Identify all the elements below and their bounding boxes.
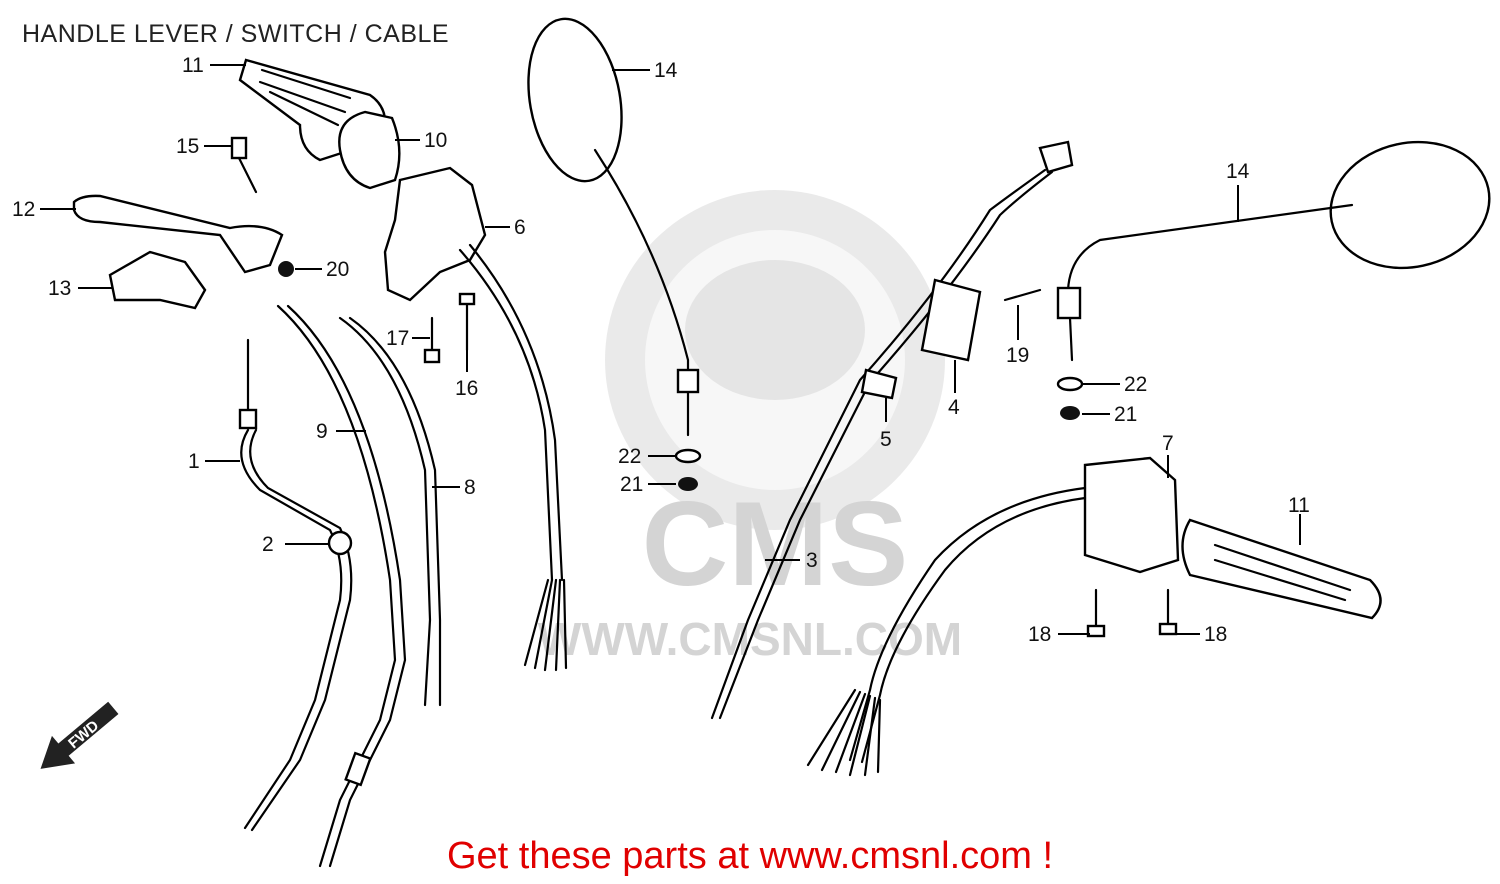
part-7-right-switch <box>806 456 1180 777</box>
callout-22b: 22 <box>1124 373 1147 396</box>
leader-lines <box>40 64 1301 635</box>
callout-21b: 21 <box>1114 403 1137 426</box>
callout-19: 19 <box>1006 344 1029 367</box>
callout-4: 4 <box>948 396 960 419</box>
part-3-cable <box>710 140 1074 720</box>
callout-13: 13 <box>48 277 71 300</box>
get-parts-link[interactable]: Get these parts at www.cmsnl.com ! <box>446 835 1054 877</box>
part-20-nut <box>278 261 294 277</box>
part-14-right-mirror <box>1056 140 1491 420</box>
callout-21a: 21 <box>620 473 643 496</box>
callouts: 11 10 15 12 6 20 13 17 16 9 1 8 2 14 22 … <box>12 54 1310 646</box>
part-17-screw <box>423 316 441 364</box>
part-9-throttle-cable <box>276 304 407 868</box>
part-8-cable <box>338 316 442 707</box>
part-4-switch <box>920 278 982 362</box>
callout-11a: 11 <box>182 54 204 77</box>
callout-20: 20 <box>326 258 349 281</box>
part-6-left-switch <box>383 166 568 672</box>
callout-16: 16 <box>455 377 478 400</box>
part-2-adjuster <box>327 530 353 556</box>
part-10-throttle-pipe <box>338 110 401 190</box>
part-11-right-grip <box>1181 518 1382 620</box>
callout-14a: 14 <box>654 59 678 82</box>
part-15-pivot-bolt <box>230 136 258 194</box>
callout-12: 12 <box>12 198 35 221</box>
part-13-lever-bracket <box>108 250 207 310</box>
callout-18a: 18 <box>1028 623 1051 646</box>
callout-7: 7 <box>1162 432 1174 455</box>
callout-5: 5 <box>880 428 892 451</box>
watermark-brand: CMS <box>642 477 909 611</box>
part-19-bolt <box>1003 288 1042 302</box>
part-18-screw-right <box>1158 588 1178 636</box>
callout-6: 6 <box>514 216 526 239</box>
callout-17: 17 <box>386 327 409 350</box>
callout-15: 15 <box>176 135 199 158</box>
callout-3: 3 <box>806 549 818 572</box>
callout-18b: 18 <box>1204 623 1227 646</box>
watermark: CMS WWW.CMSNL.COM <box>538 190 962 665</box>
part-1-clutch-cable <box>238 338 353 832</box>
callout-10: 10 <box>424 129 447 152</box>
part-5-clip <box>860 368 898 400</box>
part-14-left-mirror <box>527 17 702 491</box>
fwd-arrow-icon: FWD <box>40 701 119 769</box>
callout-2: 2 <box>262 533 274 556</box>
callout-1: 1 <box>188 450 200 473</box>
part-16-screw <box>458 292 476 352</box>
callout-11b: 11 <box>1288 494 1310 517</box>
diagram-title: HANDLE LEVER / SWITCH / CABLE <box>22 20 450 48</box>
callout-9: 9 <box>316 420 328 443</box>
part-18-screw-left <box>1086 588 1106 638</box>
part-12-clutch-lever <box>72 194 284 274</box>
callout-22a: 22 <box>618 445 641 468</box>
callout-14b: 14 <box>1226 160 1250 183</box>
callout-8: 8 <box>464 476 476 499</box>
